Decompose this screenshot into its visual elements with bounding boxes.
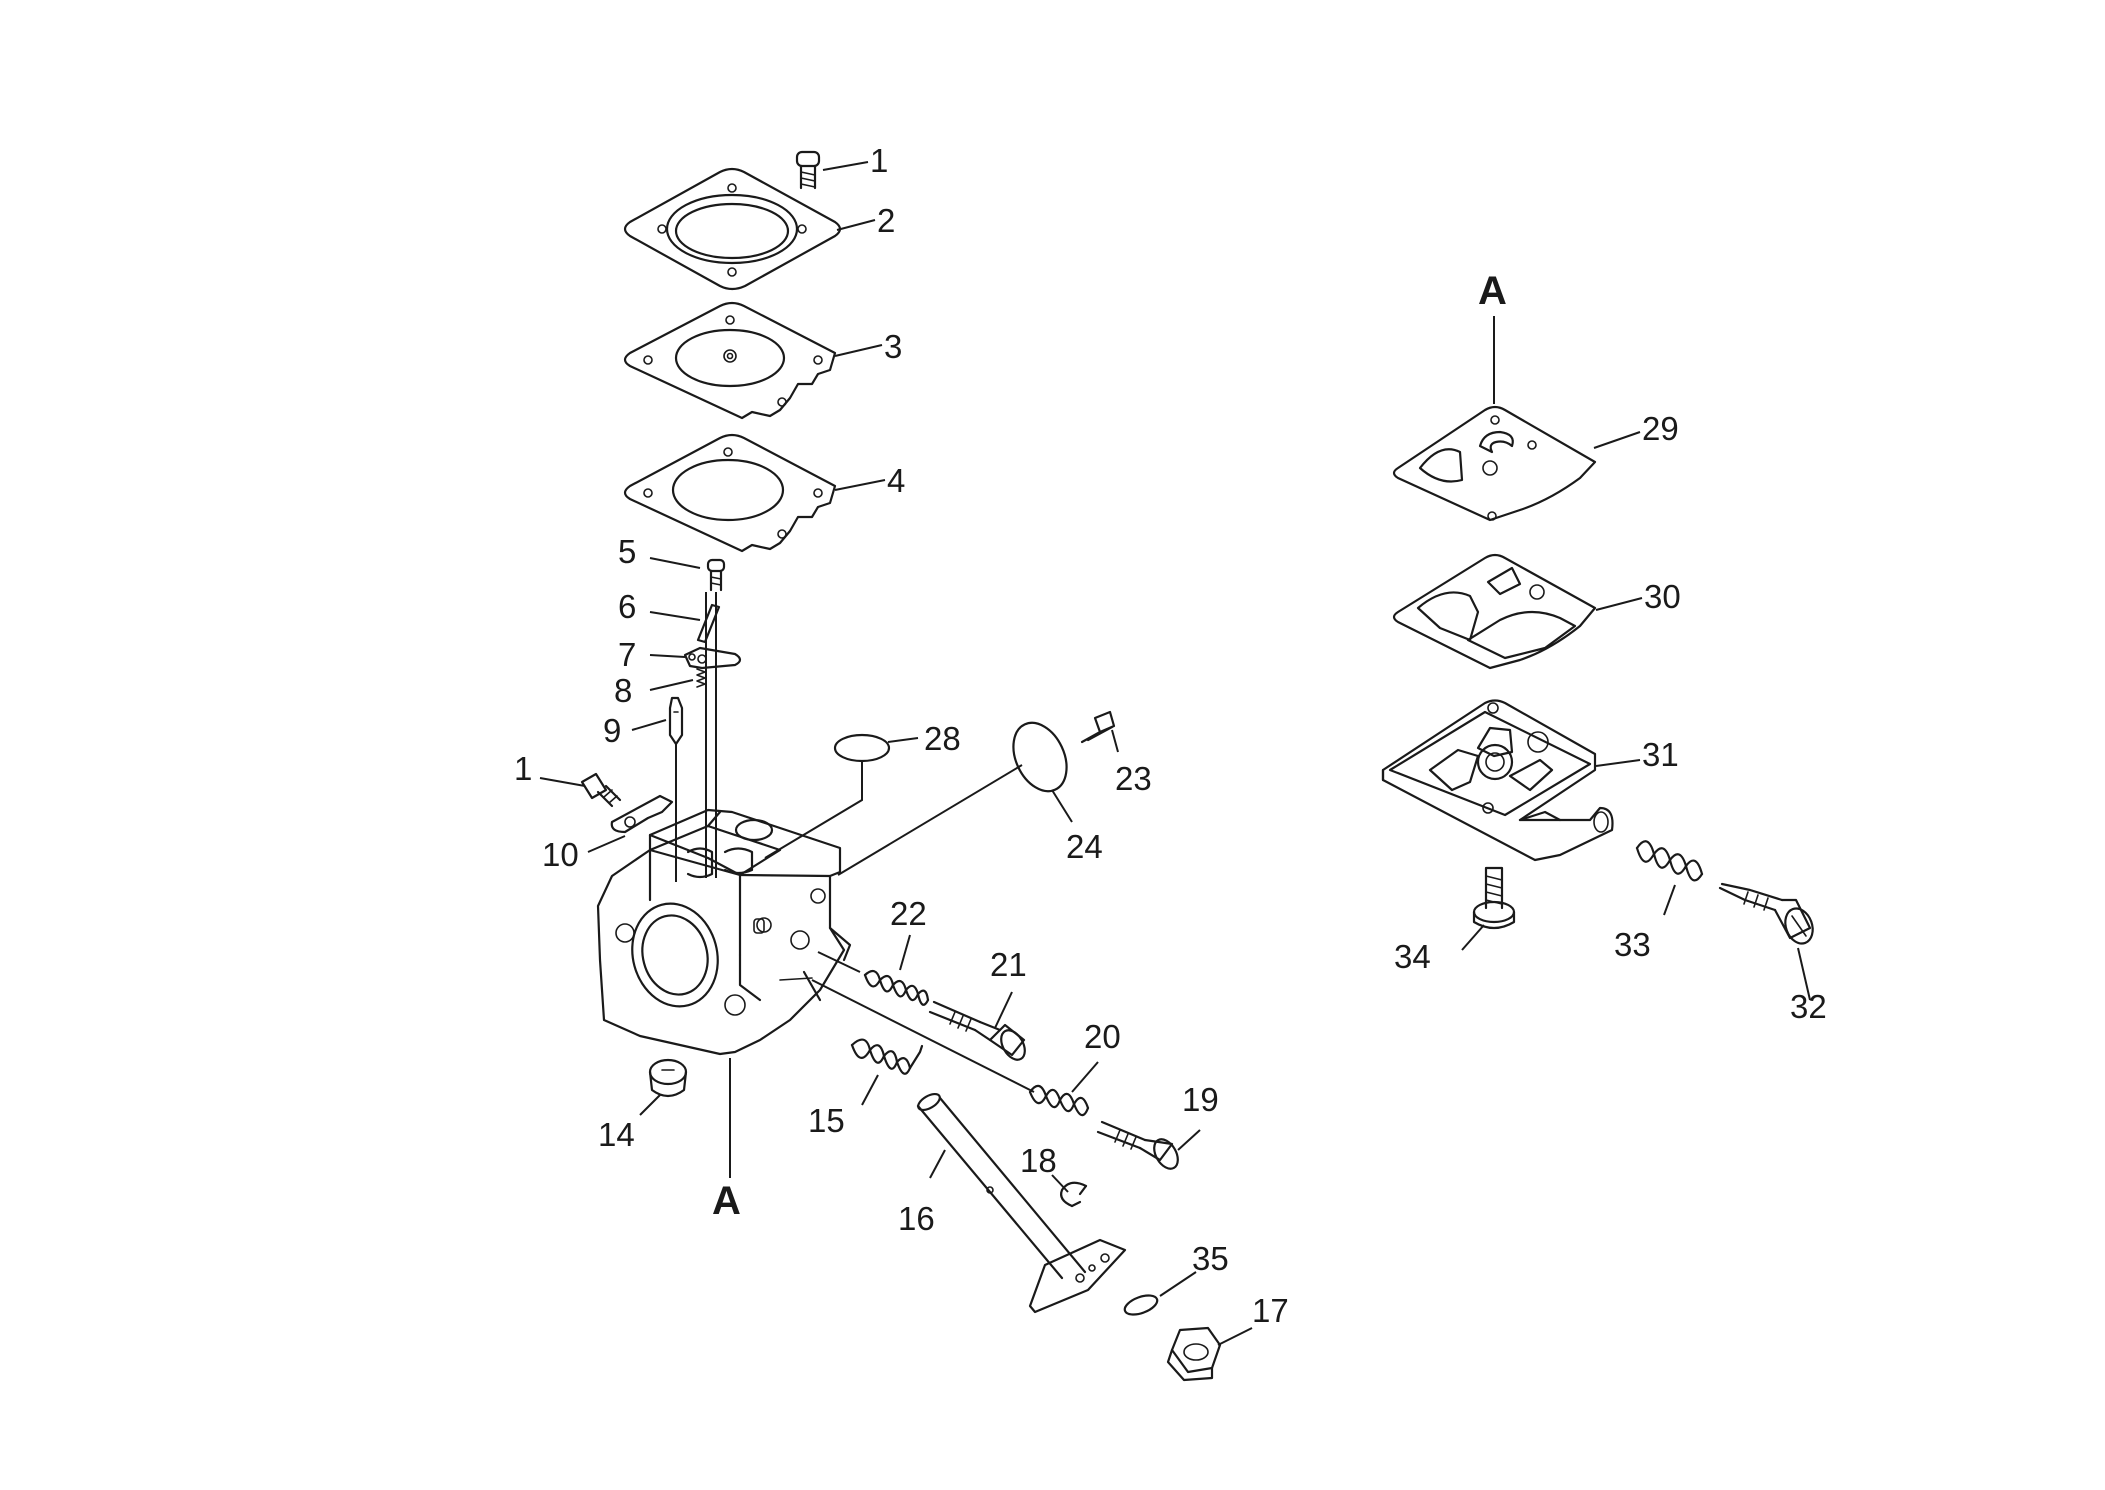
callout-29: 29 [1642,410,1679,447]
part-metering-lever [683,646,742,670]
callout-21: 21 [990,946,1027,983]
part-diaphragm [623,301,837,420]
callout-15: 15 [808,1102,845,1139]
callout-labels: 1 2 3 4 5 6 7 8 9 1 10 28 23 24 22 21 20… [514,142,1827,1329]
part-spring-22 [863,969,930,1006]
callout-20: 20 [1084,1018,1121,1055]
callout-23: 23 [1115,760,1152,797]
reference-mark-a-right: A [1478,269,1507,313]
part-pump-diaphragm [1392,553,1597,670]
part-spring-20 [1028,1084,1090,1117]
part-throttle-shaft [916,1092,1127,1314]
part-adjust-screw-21 [928,1000,1026,1061]
callout-1-top: 1 [870,142,888,179]
part-pump-body [1381,699,1614,862]
callout-22: 22 [890,895,927,932]
part-pump-screw [1472,866,1516,930]
part-limiter-cap [648,1058,688,1098]
part-screw-side [580,772,622,808]
part-disc [1012,721,1068,793]
callout-9: 9 [603,712,621,749]
part-pump-long-screw [1718,882,1814,945]
callout-32: 32 [1790,988,1827,1025]
part-return-spring [850,1038,924,1075]
leader-lines [539,161,1811,1346]
part-cover-plate [623,167,842,291]
part-adjust-screw-19 [1096,1120,1179,1170]
part-e-clip [1060,1181,1088,1208]
callout-1-side: 1 [514,750,532,787]
callout-16: 16 [898,1200,935,1237]
part-lever-spring [696,668,706,688]
callout-28: 28 [924,720,961,757]
part-screw-top [795,150,821,190]
part-pump-gasket [1392,405,1597,522]
callout-4: 4 [887,462,905,499]
part-pump-spring [1635,840,1704,882]
callout-34: 34 [1394,938,1431,975]
part-disc-screw [1080,710,1116,744]
callout-31: 31 [1642,736,1679,773]
callout-7: 7 [618,636,636,673]
callout-10: 10 [542,836,579,873]
part-plug [833,733,891,763]
part-washer [1123,1294,1159,1316]
callout-2: 2 [877,202,895,239]
part-gasket [623,433,837,553]
part-needle-valve [668,696,684,746]
part-bracket [610,794,674,834]
callout-17: 17 [1252,1292,1289,1329]
callout-5: 5 [618,533,636,570]
part-nut [1166,1326,1222,1382]
part-lever-screw [706,558,726,592]
callout-8: 8 [614,672,632,709]
callout-35: 35 [1192,1240,1229,1277]
callout-33: 33 [1614,926,1651,963]
reference-mark-a-left: A [712,1179,741,1223]
callout-30: 30 [1644,578,1681,615]
callout-19: 19 [1182,1081,1219,1118]
callout-14: 14 [598,1116,635,1153]
callout-24: 24 [1066,828,1103,865]
callout-3: 3 [884,328,902,365]
callout-18: 18 [1020,1142,1057,1179]
callout-6: 6 [618,588,636,625]
part-carburetor-body [596,808,852,1056]
